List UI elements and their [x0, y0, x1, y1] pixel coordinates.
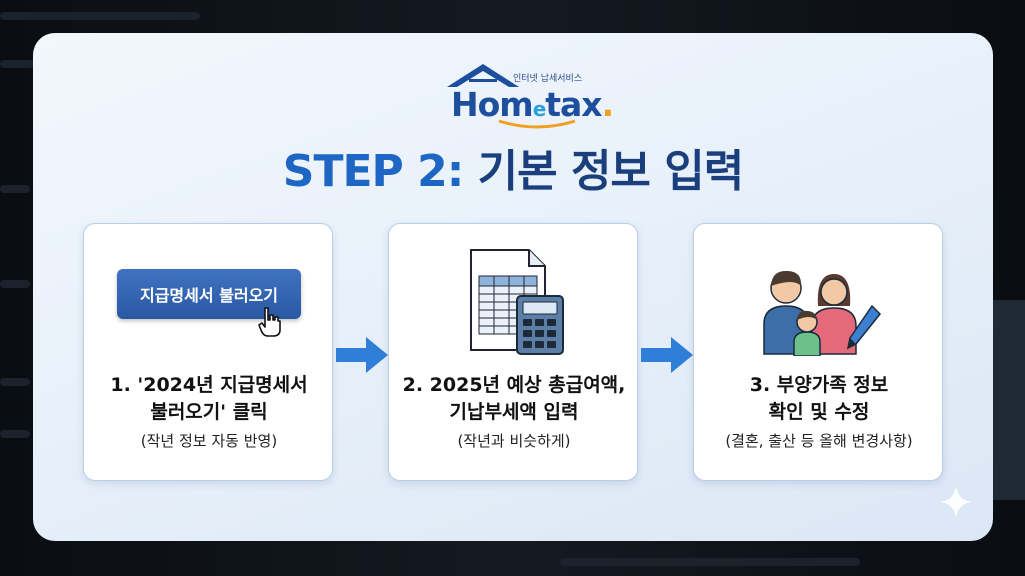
bg-text-line — [0, 378, 30, 386]
step-3-box: 3. 부양가족 정보 확인 및 수정 (결혼, 출산 등 올해 변경사항) — [693, 223, 943, 481]
pen-icon — [846, 304, 882, 350]
step-2-illustration — [389, 246, 639, 356]
step-card: 인터넷 납세서비스 Hometax. STEP 2: 기본 정보 입력 지급명세… — [33, 33, 993, 541]
step-3-note: (결혼, 출산 등 올해 변경사항) — [725, 432, 913, 450]
bg-text-line — [560, 558, 860, 566]
step-3-caption: 3. 부양가족 정보 확인 및 수정 — [749, 374, 889, 423]
step-1-box: 지급명세서 불러오기 1. '2024년 지급명세서 불러오기' 클릭 (작년 … — [83, 223, 333, 481]
house-roof-icon — [447, 64, 519, 87]
cursor-hand-icon — [258, 307, 281, 337]
step-1-note: (작년 정보 자동 반영) — [140, 432, 278, 450]
arrow-right-icon — [336, 337, 388, 373]
step-1-illustration: 지급명세서 불러오기 — [84, 246, 334, 356]
bg-text-line — [0, 185, 30, 193]
page-title: STEP 2: 기본 정보 입력 — [282, 146, 744, 197]
bg-text-line — [0, 280, 30, 288]
bg-text-line — [0, 430, 30, 438]
step-2-caption: 2. 2025년 예상 총급여액, 기납부세액 입력 — [402, 374, 626, 423]
logo-subtitle: 인터넷 납세서비스 — [513, 74, 583, 84]
family-icon — [763, 270, 857, 357]
logo-smile-icon — [498, 119, 576, 129]
logo-wordmark: Hometax. — [451, 85, 614, 124]
step-2-note: (작년과 비슷하게) — [457, 432, 571, 450]
sparkle-icon — [940, 486, 972, 518]
step-3-illustration — [694, 246, 944, 357]
hometax-logo: 인터넷 납세서비스 Hometax. — [441, 61, 614, 131]
load-statement-button: 지급명세서 불러오기 — [117, 269, 301, 319]
step-2-box: 2. 2025년 예상 총급여액, 기납부세액 입력 (작년과 비슷하게) — [388, 223, 638, 481]
calculator-icon — [516, 295, 564, 355]
step-1-caption: 1. '2024년 지급명세서 불러오기' 클릭 — [110, 374, 308, 423]
arrow-right-icon — [641, 337, 693, 373]
bg-text-line — [0, 12, 200, 20]
